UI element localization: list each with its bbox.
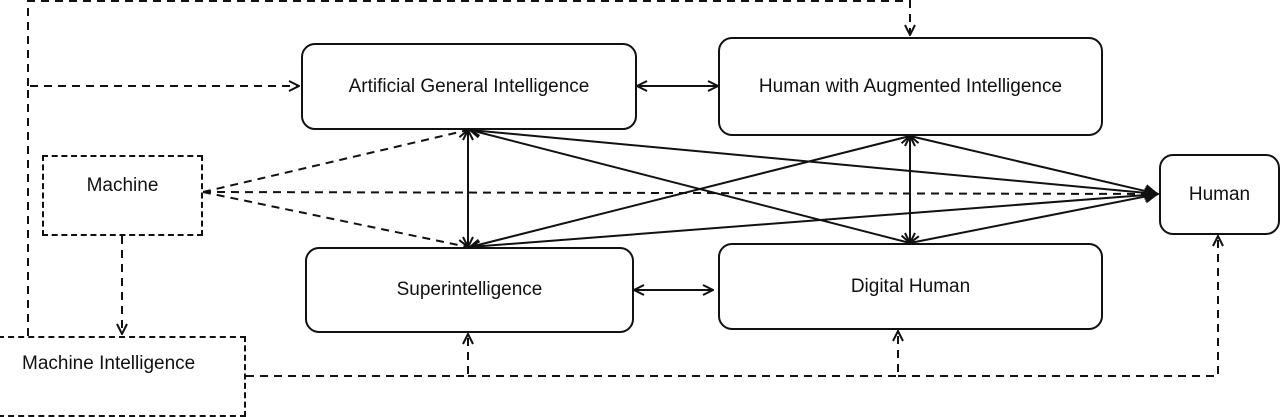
node-label: Human [1188,183,1251,205]
edge-mi-human [898,236,1218,377]
edge-agi-dh [470,130,910,243]
node-superintelligence: Superintelligence [305,247,634,333]
edge-dh-human [910,194,1158,243]
edge-mi-dh [468,331,898,377]
node-label: Artificial General Intelligence [348,75,590,97]
edge-machine-human [202,192,1158,194]
node-digital-human: Digital Human [718,243,1103,330]
node-label: Superintelligence [396,279,543,300]
node-artificial-general-intelligence: Artificial General Intelligence [301,43,637,130]
edge-agi-human [470,130,1158,194]
node-label: Digital Human [850,275,971,297]
node-label: Machine [86,175,159,196]
node-human-with-augmented-intelligence: Human with Augmented Intelligence [718,37,1103,136]
edge-machine-agi [202,130,468,193]
edge-mi-super [246,334,468,377]
node-machine: Machine [42,155,203,236]
node-label: Human with Augmented Intelligence [758,75,1063,97]
edge-machine-super [202,191,468,247]
node-label: Machine Intelligence [22,353,196,374]
node-machine-intelligence: Machine Intelligence [0,336,246,417]
edge-hai-human [910,136,1158,194]
edge-mi-hai [27,0,910,86]
node-human: Human [1159,154,1280,235]
